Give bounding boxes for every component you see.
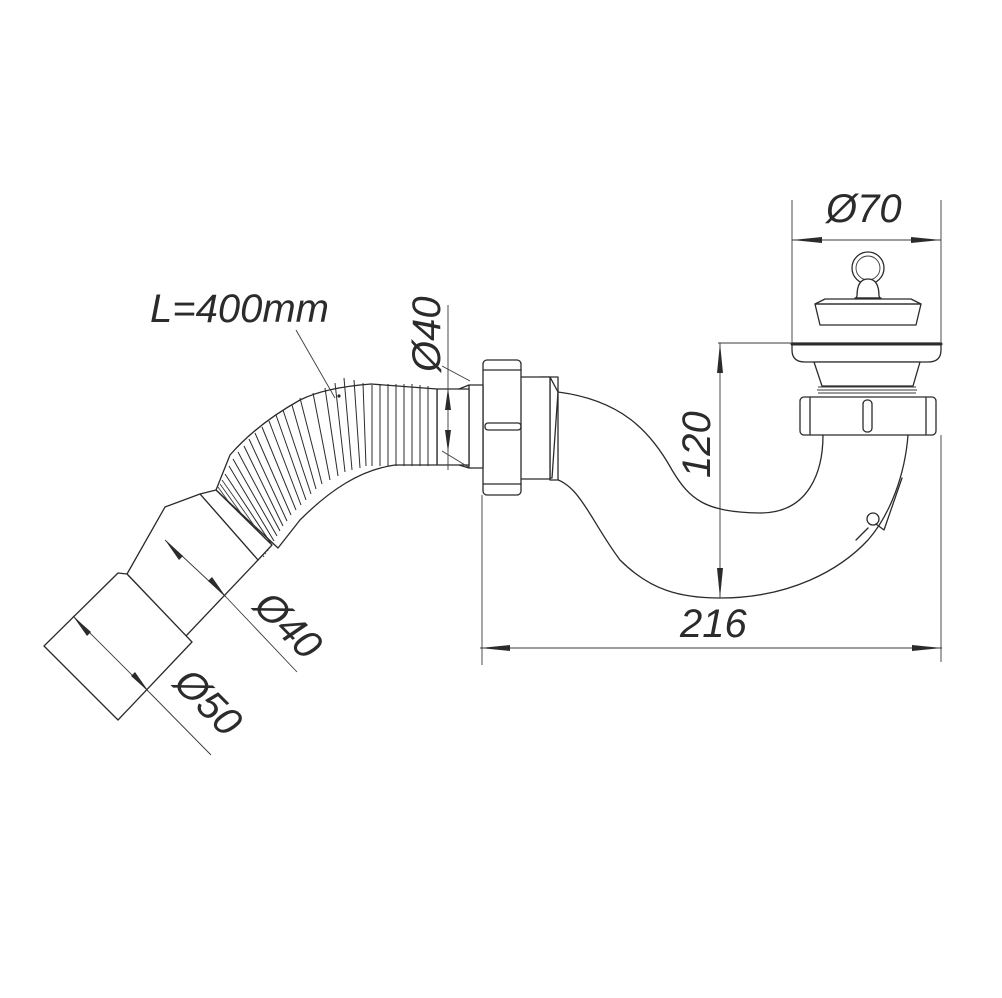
dimension-plug-diameter: Ø70: [791, 187, 942, 343]
hose-length-label: L=400mm: [150, 287, 329, 331]
width-label: 216: [679, 602, 747, 646]
dimension-hose-outlet: Ø40: [405, 296, 471, 470]
plug-diameter-label: Ø70: [824, 187, 902, 231]
strainer-flange-icon: [790, 342, 943, 394]
hose-outlet-diameter-label: Ø40: [405, 296, 449, 374]
union-nut-top-icon: [799, 396, 937, 436]
adapter-small-diameter-label: Ø40: [244, 582, 330, 668]
union-nut-side-icon: [436, 359, 559, 496]
adapter-icon: [43, 489, 273, 721]
flexible-hose-icon: [215, 377, 438, 558]
dimension-height: 120: [675, 342, 792, 598]
dimension-width: 216: [480, 435, 942, 665]
dimension-hose-length: L=400mm: [150, 287, 341, 399]
height-label: 120: [675, 411, 719, 478]
adapter-large-diameter-label: Ø50: [164, 659, 250, 745]
plug-icon: [814, 251, 922, 326]
